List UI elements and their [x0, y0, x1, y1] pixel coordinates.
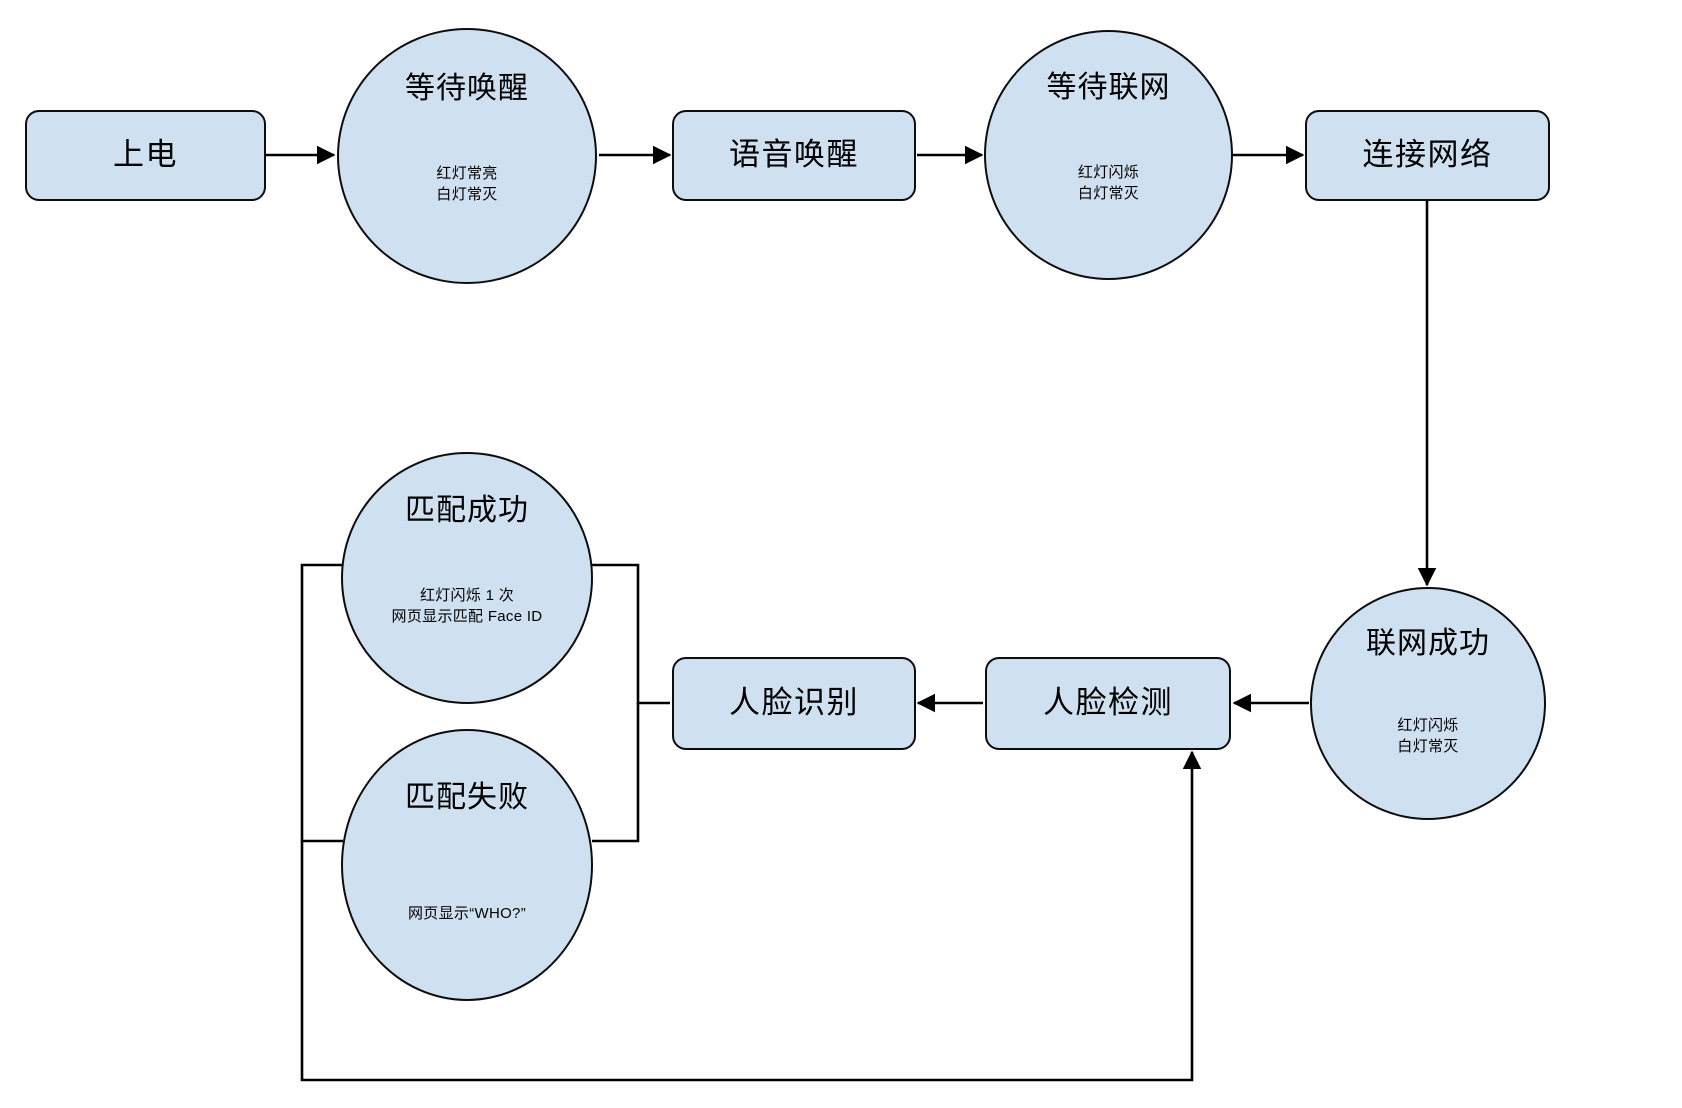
node-wait-wake-title: 等待唤醒 [405, 72, 529, 106]
edge-bracket-to-match-fail-right [592, 703, 640, 843]
node-face-recognize-title: 人脸识别 [729, 685, 859, 721]
node-wait-wake-sub: 红灯常亮 白灯常灭 [436, 164, 498, 203]
node-match-fail-title: 匹配失败 [405, 781, 529, 815]
edge-match-success-left-rail [300, 563, 343, 843]
node-network-success-sub: 红灯闪烁 白灯常灭 [1397, 716, 1459, 755]
node-face-detect[interactable]: 人脸检测 [985, 657, 1231, 750]
node-match-success[interactable]: 匹配成功 红灯闪烁 1 次 网页显示匹配 Face ID [341, 452, 593, 704]
node-voice-wake-title: 语音唤醒 [729, 137, 859, 173]
node-face-recognize[interactable]: 人脸识别 [672, 657, 916, 750]
node-network-success[interactable]: 联网成功 红灯闪烁 白灯常灭 [1310, 587, 1546, 820]
node-face-detect-title: 人脸检测 [1043, 685, 1173, 721]
node-network-success-title: 联网成功 [1366, 627, 1490, 661]
node-wait-network[interactable]: 等待联网 红灯闪烁 白灯常灭 [984, 30, 1233, 280]
node-power-on-title: 上电 [113, 137, 178, 173]
node-power-on[interactable]: 上电 [25, 110, 266, 201]
edge-face-recognize-to-bracket [592, 563, 670, 705]
node-wait-network-title: 等待联网 [1046, 71, 1171, 105]
node-connect-network[interactable]: 连接网络 [1305, 110, 1550, 201]
node-match-success-sub: 红灯闪烁 1 次 网页显示匹配 Face ID [391, 586, 543, 625]
node-connect-network-title: 连接网络 [1362, 137, 1493, 173]
node-wait-network-sub: 红灯闪烁 白灯常灭 [1077, 163, 1140, 202]
node-match-success-title: 匹配成功 [405, 494, 529, 528]
node-wait-wake[interactable]: 等待唤醒 红灯常亮 白灯常灭 [337, 28, 597, 284]
node-voice-wake[interactable]: 语音唤醒 [672, 110, 916, 201]
node-match-fail-sub: 网页显示“WHO?” [408, 905, 526, 923]
node-match-fail[interactable]: 匹配失败 网页显示“WHO?” [341, 729, 593, 1001]
